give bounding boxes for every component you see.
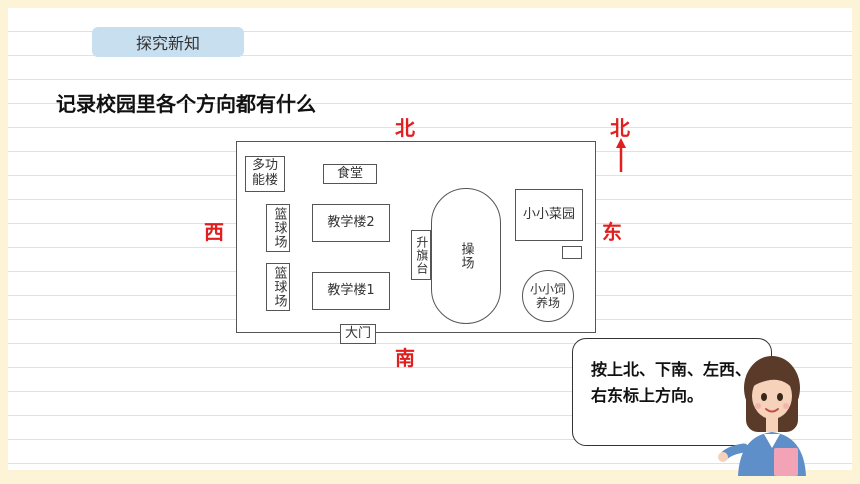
canteen: 食堂 [323, 164, 377, 184]
vegetable-garden: 小小菜园 [515, 189, 583, 241]
speech-bubble-text: 按上北、下南、左西、右东标上方向。 [591, 360, 752, 405]
farm-label: 小小饲养场 [529, 281, 566, 310]
teaching-building-2-label: 教学楼2 [327, 214, 375, 230]
campus-map: 多功能楼 食堂 篮球场 篮球场 教学楼2 教学楼1 升旗台 操场 小小菜园 小小… [236, 141, 596, 333]
flag-stage: 升旗台 [411, 230, 431, 280]
basketball-court-south-label: 篮球场 [271, 266, 287, 308]
teacher-illustration [718, 356, 806, 476]
east-label: 东 [602, 220, 622, 244]
duogongneng-building: 多功能楼 [245, 156, 285, 192]
small-shed [562, 246, 582, 259]
playground-label: 操场 [458, 242, 474, 270]
teaching-building-1: 教学楼1 [312, 272, 390, 310]
north-label: 北 [395, 116, 415, 140]
basketball-court-north-label: 篮球场 [271, 207, 287, 249]
basketball-court-north: 篮球场 [266, 204, 290, 252]
teaching-building-2: 教学楼2 [312, 204, 390, 242]
flag-stage-label: 升旗台 [414, 235, 429, 275]
north-arrow-icon [616, 138, 626, 172]
section-tag: 探究新知 [92, 27, 244, 57]
playground: 操场 [431, 188, 501, 324]
gate: 大门 [340, 324, 376, 344]
farm: 小小饲养场 [522, 270, 574, 322]
west-label: 西 [204, 220, 224, 244]
basketball-court-south: 篮球场 [266, 263, 290, 311]
gate-label: 大门 [344, 325, 371, 341]
canteen-label: 食堂 [336, 165, 363, 181]
compass-north-label: 北 [610, 116, 630, 140]
duogongneng-building-label: 多功能楼 [251, 158, 278, 188]
vegetable-garden-label: 小小菜园 [522, 206, 575, 222]
instruction-text: 记录校园里各个方向都有什么 [56, 92, 316, 116]
speech-bubble: 按上北、下南、左西、右东标上方向。 [572, 338, 772, 446]
teaching-building-1-label: 教学楼1 [327, 282, 375, 298]
south-label: 南 [395, 346, 415, 370]
